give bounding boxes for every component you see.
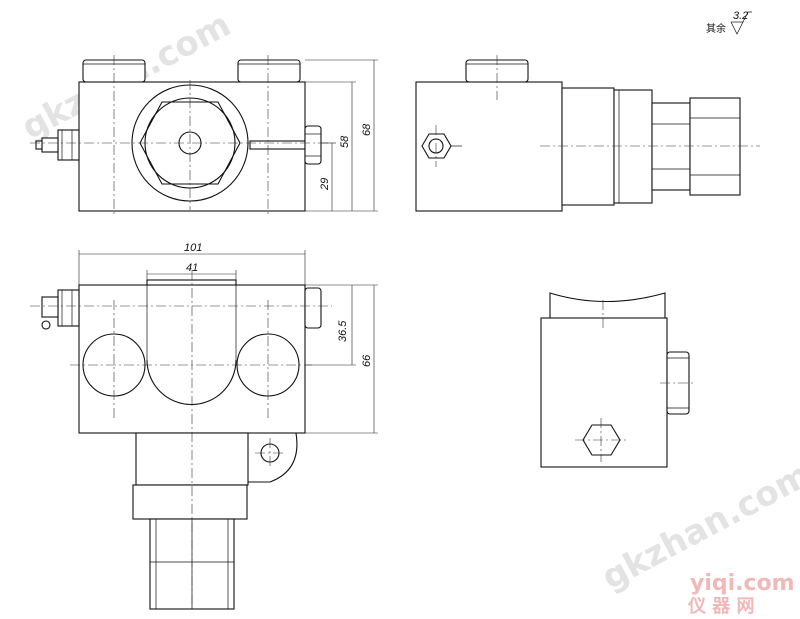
dim-66: 66 (361, 354, 373, 367)
dim-29: 29 (319, 178, 331, 191)
view-plan-bottom-left: 101 41 36.5 66 (30, 242, 378, 612)
view-end-bottom-right (540, 292, 696, 468)
dim-41: 41 (186, 262, 198, 274)
dim-58: 58 (339, 135, 351, 148)
brand-url-logo: yiqi.com (690, 571, 795, 596)
view-front-top-left: 68 58 29 (30, 55, 378, 215)
dim-36-5: 36.5 (337, 320, 349, 342)
dim-68: 68 (361, 123, 373, 136)
roughness-symbol: 其余 3.2 (706, 10, 752, 35)
view-side-top-right (415, 55, 760, 212)
roughness-value: 3.2 (733, 10, 748, 22)
brand-cn-logo: 仪 器 网 (687, 596, 755, 617)
roughness-prefix: 其余 (706, 22, 726, 35)
dim-101: 101 (184, 242, 202, 254)
